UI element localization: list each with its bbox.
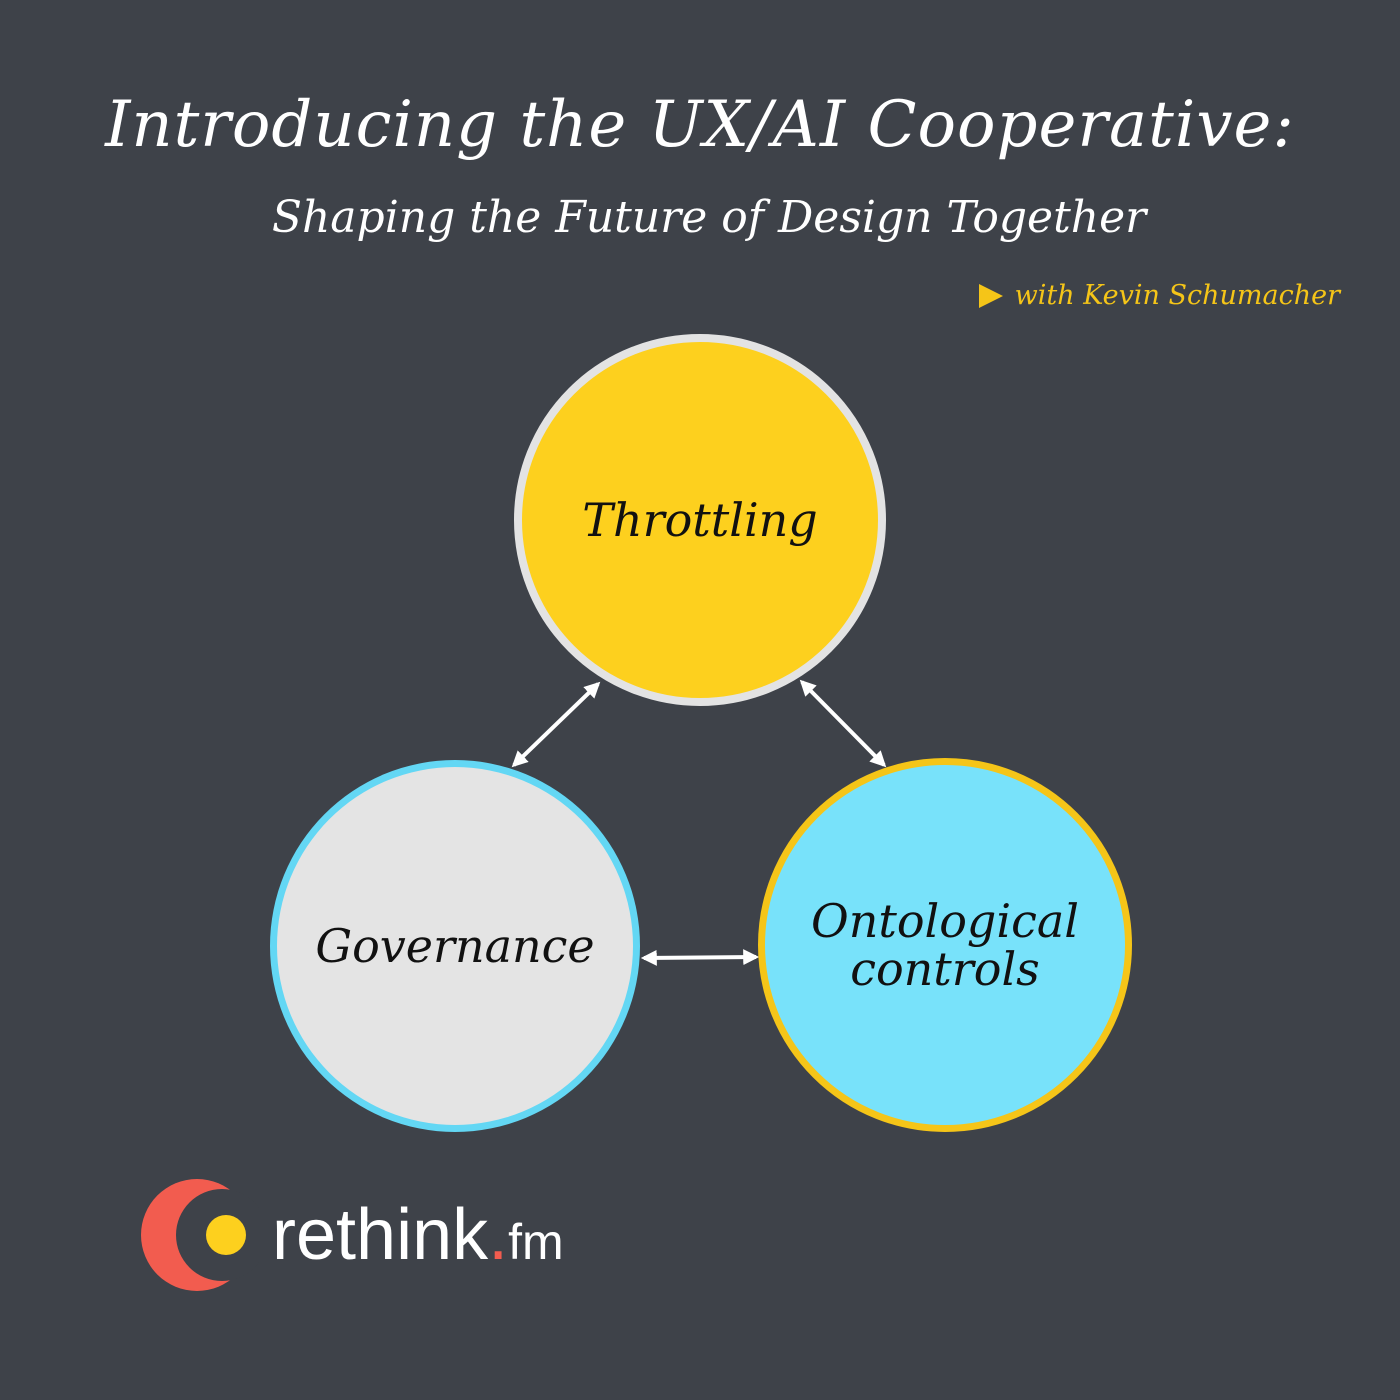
page-title: Introducing the UX/AI Cooperative: <box>105 88 1295 162</box>
arrow-left-right <box>640 949 760 966</box>
node-governance: Governance <box>270 760 640 1132</box>
logo-tld: fm <box>508 1214 564 1270</box>
logo-text: rethink.fm <box>272 1199 564 1271</box>
rethink-logo: rethink.fm <box>140 1178 564 1292</box>
play-icon <box>978 283 1003 308</box>
node-throttling-label: Throttling <box>582 492 818 547</box>
arrow-top-right <box>799 679 887 768</box>
node-ontological-controls-label: Ontological controls <box>811 893 1079 996</box>
logo-mark-icon <box>141 1179 260 1291</box>
logo-dot: . <box>488 1195 509 1275</box>
logo-name: rethink <box>272 1195 489 1275</box>
node-ontological-controls: Ontological controls <box>758 758 1132 1132</box>
byline-text: with Kevin Schumacher <box>1014 280 1340 311</box>
arrow-top-left <box>511 681 601 768</box>
node-governance-label: Governance <box>315 918 595 973</box>
node-throttling: Throttling <box>514 334 886 706</box>
page-subtitle: Shaping the Future of Design Together <box>271 192 1147 243</box>
byline: with Kevin Schumacher <box>978 280 1340 311</box>
